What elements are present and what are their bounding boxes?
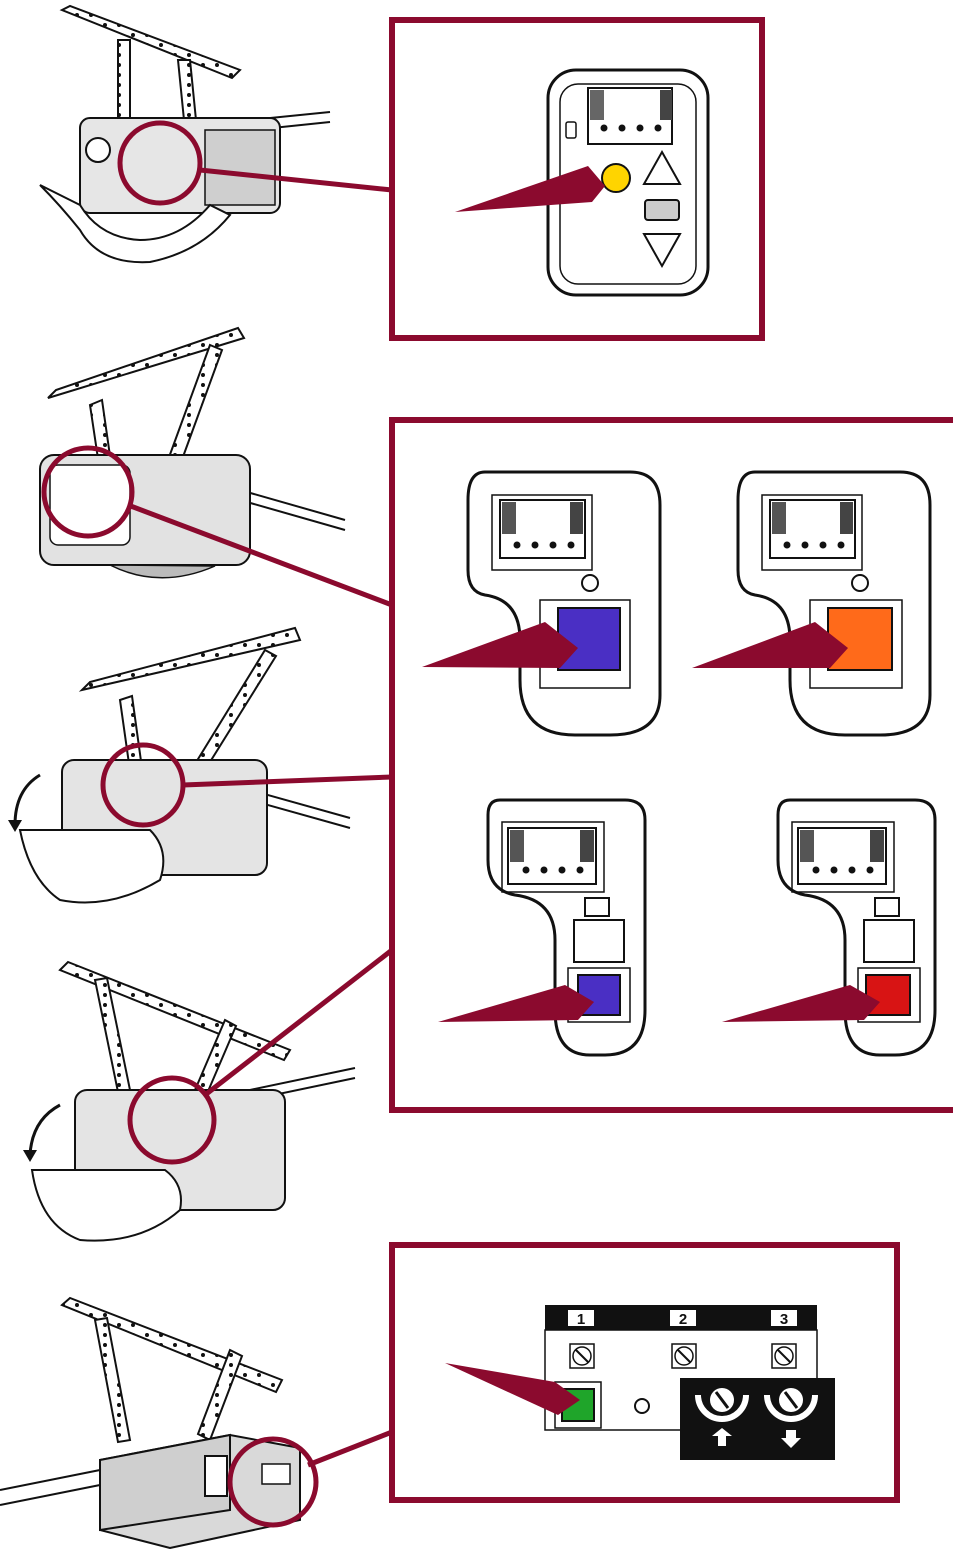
- control-panel-purple-small: [486, 798, 647, 1057]
- terminal-label-3: 3: [780, 1311, 788, 1328]
- leader-line-4: [203, 948, 394, 1097]
- screw-terminal-block: [587, 87, 673, 145]
- leader-line-2: [127, 502, 393, 608]
- up-arrow-icon: [642, 149, 682, 185]
- learn-button-purple: [557, 607, 621, 671]
- control-panel-purple-large: [466, 470, 662, 737]
- terminal-label-2: 2: [679, 1311, 687, 1328]
- adjustment-dial-icon: [764, 1388, 818, 1448]
- pointer-arrow-icon: [722, 985, 880, 1022]
- learn-button-orange: [827, 607, 893, 671]
- learn-button-yellow: [601, 163, 631, 193]
- opener-unit-4: [23, 960, 356, 1242]
- pointer-arrow-icon: [438, 985, 594, 1022]
- leader-line-3: [182, 774, 393, 788]
- pointer-arrow-icon: [455, 166, 605, 212]
- terminal-label-1: 1: [577, 1311, 585, 1328]
- screw-terminal-icon: [569, 1343, 595, 1369]
- pointer-arrow-icon: [445, 1363, 580, 1415]
- leader-line-5: [307, 1429, 393, 1468]
- screw-terminal-icon: [671, 1343, 697, 1369]
- opener-unit-5: [0, 1296, 301, 1549]
- highlight-circle-4: [127, 1075, 217, 1165]
- control-panel-orange-large: [736, 470, 932, 737]
- curved-arrow-icon: [13, 773, 41, 826]
- opener-unit-2: [39, 326, 346, 579]
- highlight-circle-1: [117, 120, 203, 206]
- control-panel-red-small: [776, 798, 937, 1057]
- light-button: [644, 199, 680, 221]
- down-arrow-icon: [642, 233, 682, 269]
- screw-terminal-icon: [771, 1343, 797, 1369]
- leader-line-1: [199, 167, 393, 193]
- led-indicator: [634, 1398, 650, 1414]
- pointer-arrow-icon: [422, 622, 578, 668]
- highlight-circle-2: [41, 445, 135, 539]
- pointer-arrow-icon: [692, 622, 848, 668]
- adjustment-dial-icon: [695, 1388, 749, 1446]
- highlight-circle-5: [227, 1436, 319, 1528]
